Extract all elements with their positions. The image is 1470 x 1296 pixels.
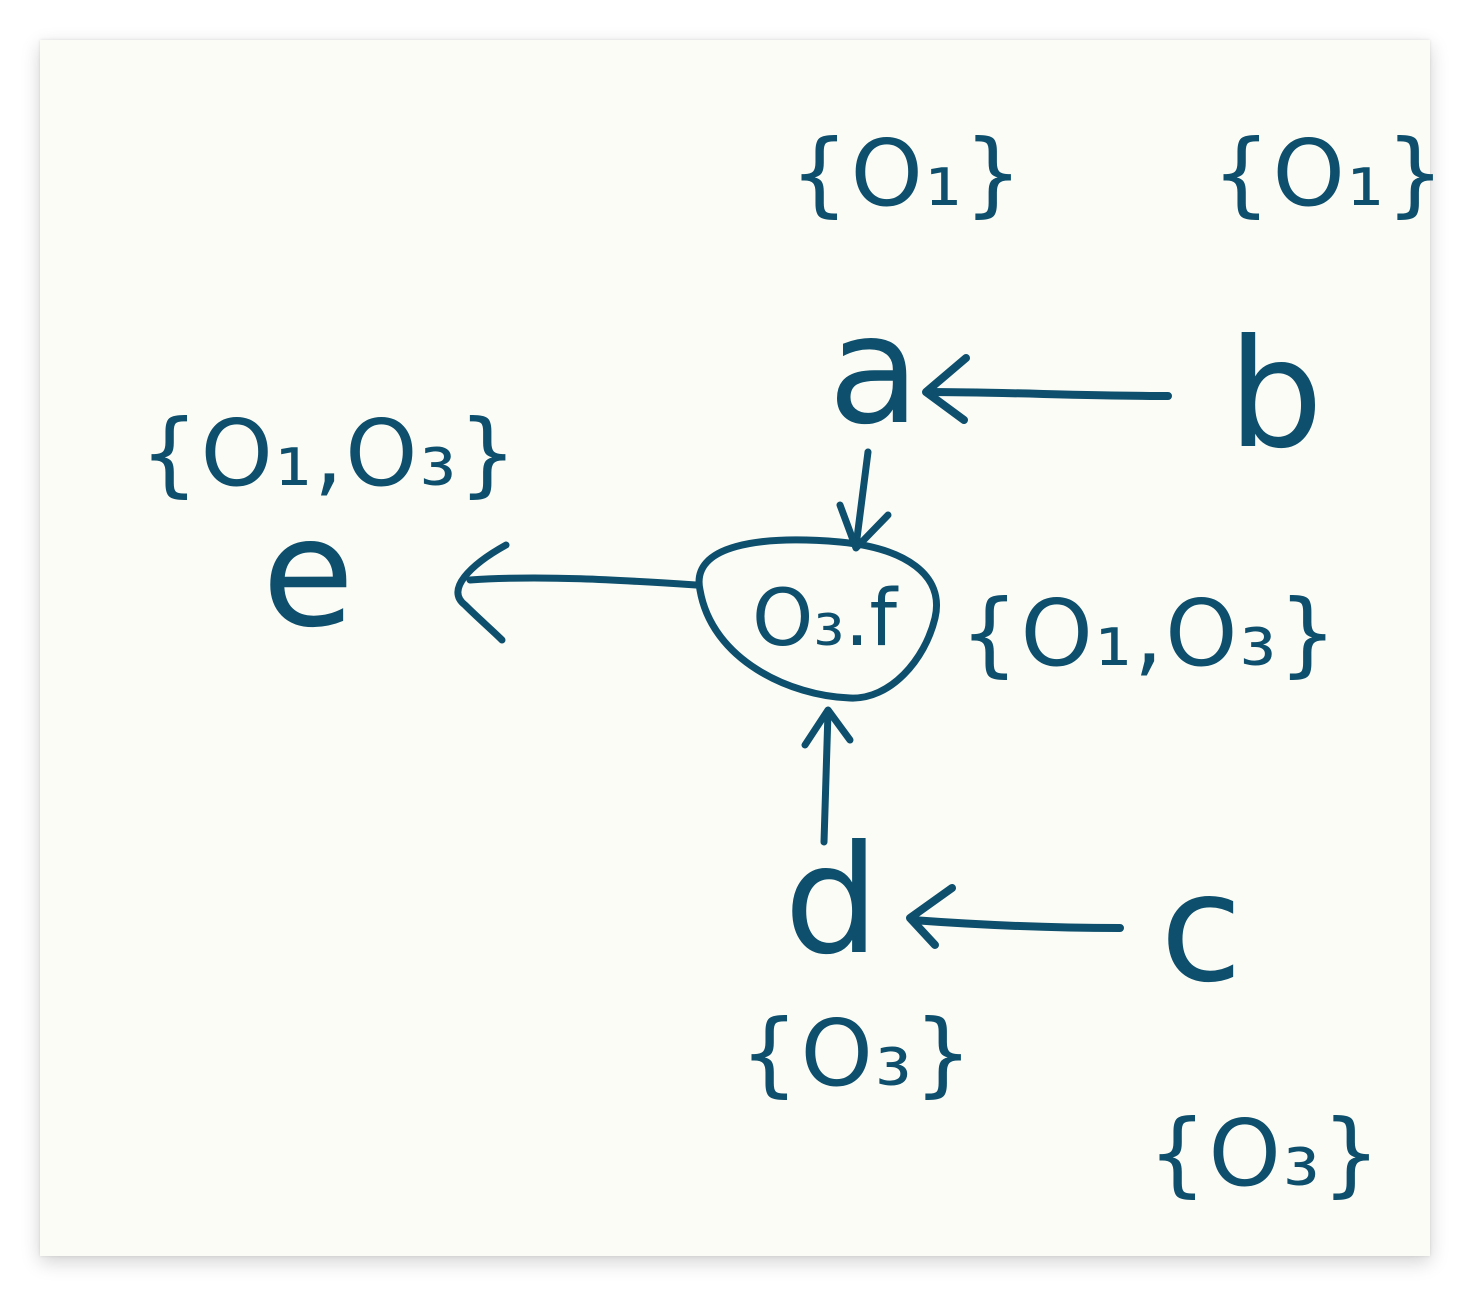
edge-c-to-d	[908, 916, 1124, 932]
edge-a-to-center	[852, 448, 872, 550]
center-node-outline	[695, 536, 940, 702]
whiteboard-card	[40, 40, 1430, 1256]
node-e: e	[262, 487, 354, 661]
center-node-label: O₃.f	[752, 574, 898, 664]
edge-b-to-a-arrowhead	[922, 354, 970, 424]
edge-c-to-d-arrowhead	[906, 884, 956, 949]
edge-center-to-e-arrowhead	[454, 541, 510, 644]
edge-d-to-center-arrowhead	[801, 706, 854, 749]
set-label-a: {O₁}	[790, 120, 1024, 227]
node-a: a	[828, 284, 920, 458]
node-b: b	[1228, 308, 1323, 482]
edge-a-to-center-arrowhead	[836, 501, 892, 552]
set-label-d: {O₃}	[740, 1000, 974, 1107]
set-label-center: {O₁,O₃}	[960, 580, 1339, 687]
edge-b-to-a	[924, 388, 1172, 400]
set-label-b: {O₁}	[1212, 120, 1446, 227]
set-label-c: {O₃}	[1148, 1100, 1382, 1207]
edge-center-to-e	[466, 574, 700, 589]
edge-d-to-center	[820, 708, 832, 846]
node-d: d	[784, 814, 879, 988]
node-c: c	[1160, 842, 1242, 1016]
set-label-e: {O₁,O₃}	[140, 400, 519, 507]
